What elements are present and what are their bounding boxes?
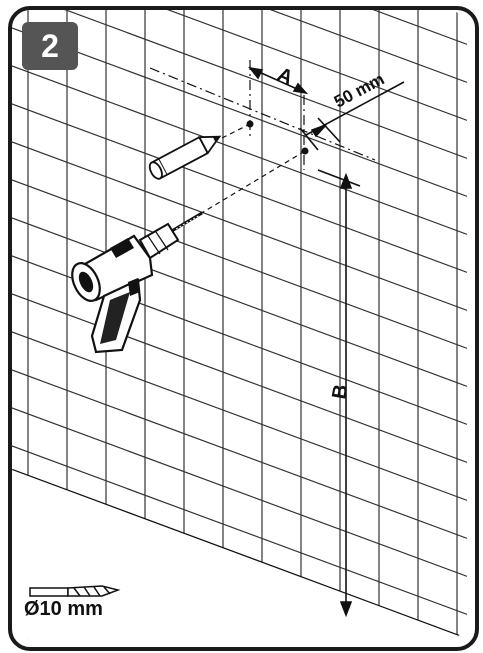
drill-hole-right — [301, 147, 309, 155]
dimension-50mm — [299, 81, 405, 151]
grid-line-slanted — [12, 27, 467, 197]
wall-grid-slanted — [12, 0, 467, 639]
grid-line-slanted — [12, 10, 467, 83]
grid-line-slanted — [12, 293, 467, 463]
floor-area — [12, 470, 467, 639]
power-drill-icon — [71, 211, 203, 354]
grid-line-slanted — [12, 445, 467, 615]
dimension-a-label: A — [274, 63, 296, 89]
grid-line-slanted — [12, 65, 467, 235]
grid-line-slanted — [12, 141, 467, 311]
drilling-path — [199, 123, 306, 215]
step-number-badge: 2 — [22, 22, 78, 70]
drill-bit-diameter-label: Ø10 mm — [24, 598, 103, 620]
grid-line-slanted — [12, 0, 467, 6]
grid-line-slanted — [12, 103, 467, 273]
drill-bit-icon — [29, 585, 121, 597]
grid-line-slanted — [12, 10, 467, 45]
dimension-a — [248, 66, 309, 95]
grid-line-slanted — [12, 10, 467, 159]
dimension-b — [317, 169, 361, 618]
grid-line-slanted — [12, 179, 467, 349]
grid-line-slanted — [12, 407, 467, 577]
grid-line-slanted — [12, 369, 467, 539]
pencil-icon — [148, 135, 222, 180]
dimension-b-label: B — [328, 383, 352, 401]
grid-line-slanted — [12, 10, 467, 121]
grid-line-slanted — [12, 217, 467, 387]
grid-line-slanted — [12, 331, 467, 501]
